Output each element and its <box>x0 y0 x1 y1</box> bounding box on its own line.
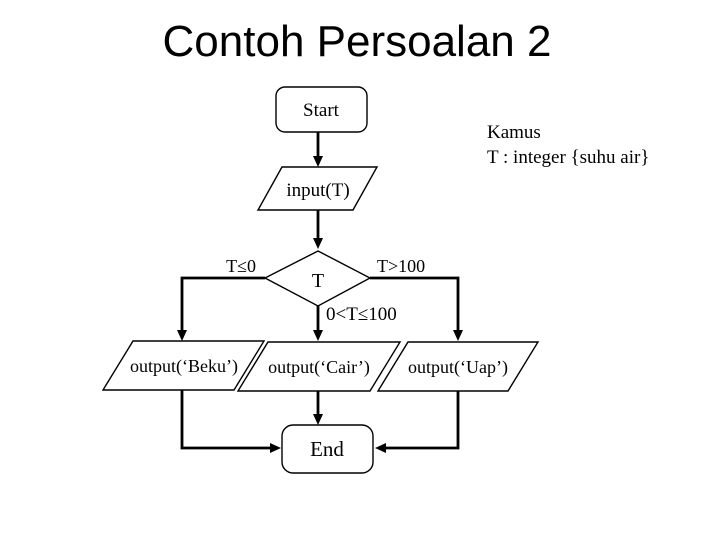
output-right-node-label: output(‘Uap’) <box>408 357 508 378</box>
input-node-label: input(T) <box>286 180 349 201</box>
output-right-node <box>376 341 540 392</box>
output-middle-node-label: output(‘Cair’) <box>268 357 370 378</box>
input-node <box>256 166 379 211</box>
arrowhead-output-right-to-end <box>375 443 386 453</box>
connector-output-right-to-end <box>385 391 460 450</box>
start-node <box>275 86 368 133</box>
decision-node-label: T <box>312 270 324 292</box>
connector-decision-to-output-left <box>180 276 265 332</box>
end-node <box>281 424 374 474</box>
branch-right-condition: T>100 <box>377 256 425 276</box>
end-node-label: End <box>310 437 344 461</box>
arrowhead-input-to-decision <box>313 238 323 249</box>
kamus-declaration: T : integer {suhu air} <box>487 147 650 168</box>
output-left-node <box>101 340 266 391</box>
kamus-annotation: Kamus T : integer {suhu air} <box>487 120 649 170</box>
decision-node <box>263 250 372 307</box>
arrowhead-decision-to-output-right <box>453 330 463 341</box>
output-left-node-label: output(‘Beku’) <box>130 356 238 377</box>
slide-title: Contoh Persoalan 2 <box>162 17 552 66</box>
arrowhead-start-to-input <box>313 156 323 167</box>
branch-left-condition: T≤0 <box>226 256 256 276</box>
arrowhead-output-middle-to-end <box>313 414 323 425</box>
output-middle-node <box>236 341 402 392</box>
arrowhead-decision-to-output-left <box>177 330 187 341</box>
kamus-heading: Kamus <box>487 122 541 143</box>
connector-output-left-to-end <box>180 390 271 450</box>
arrowhead-decision-to-output-middle <box>313 330 323 341</box>
arrowhead-output-left-to-end <box>270 443 281 453</box>
branch-down-condition: 0<T≤100 <box>326 304 397 325</box>
start-node-label: Start <box>303 100 340 121</box>
connector-decision-to-output-right <box>370 276 460 332</box>
